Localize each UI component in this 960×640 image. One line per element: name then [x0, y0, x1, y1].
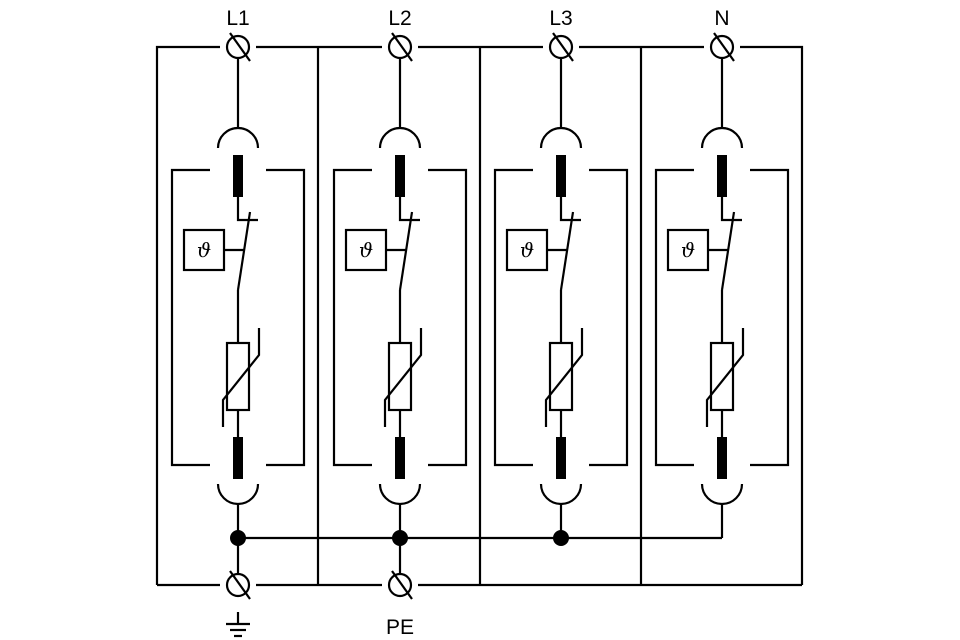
- terminal-ring: [387, 572, 413, 598]
- screw-terminal-icon: [548, 32, 574, 62]
- screw-terminal-icon: [709, 32, 735, 62]
- switch-contact: [559, 197, 581, 222]
- fuse-element-top: [556, 155, 566, 197]
- switch-contact: [236, 197, 258, 222]
- fuse-element-bottom: [395, 437, 405, 479]
- varistor-icon: [225, 341, 251, 412]
- housing-right: [589, 168, 629, 467]
- housing-right: [750, 168, 790, 467]
- terminal-slash: [229, 32, 251, 62]
- outer-frame: [155, 45, 804, 587]
- fuse-element-top: [717, 155, 727, 197]
- housing-right: [266, 168, 306, 467]
- screw-terminal-icon: [387, 570, 413, 600]
- frame-right: [740, 45, 804, 585]
- thermal-symbol-icon: ϑ: [359, 238, 373, 262]
- fuse-element-bottom: [717, 437, 727, 479]
- frame-left: [155, 45, 220, 585]
- module-label: N: [714, 7, 729, 30]
- module-l1: L1 ϑ: [170, 7, 306, 546]
- terminal-slash: [391, 570, 413, 600]
- varistor-icon: [548, 341, 574, 412]
- fuse-element-bottom: [233, 437, 243, 479]
- varistor-icon: [709, 341, 735, 412]
- module-label: L1: [226, 7, 249, 30]
- housing-left: [654, 168, 694, 467]
- module-n: Nϑ: [654, 7, 790, 538]
- screw-terminal-icon: [387, 32, 413, 62]
- terminal-ring: [225, 572, 251, 598]
- plug-contact-icon: [539, 483, 583, 506]
- plug-contact-icon: [700, 483, 744, 506]
- pe-label: PE: [386, 616, 414, 639]
- plug-contact-icon: [539, 126, 583, 149]
- housing-left: [170, 168, 210, 467]
- varistor-characteristic: [383, 328, 423, 427]
- plug-contact-icon: [378, 126, 422, 149]
- switch-contact: [720, 197, 742, 222]
- plug-contact-icon: [216, 126, 260, 149]
- screw-terminal-icon: [225, 32, 251, 62]
- varistor-characteristic: [544, 328, 584, 427]
- varistor-characteristic: [705, 328, 745, 427]
- terminal-slash: [713, 32, 735, 62]
- module-l2: L2 ϑ: [332, 7, 468, 546]
- varistor-icon: [387, 341, 413, 412]
- module-label: L3: [549, 7, 572, 30]
- fuse-element-top: [395, 155, 405, 197]
- fuse-element-bottom: [556, 437, 566, 479]
- bottom-bus: PE: [225, 536, 722, 639]
- terminal-slash: [391, 32, 413, 62]
- module-l3: L3 ϑ: [493, 7, 629, 546]
- housing-left: [493, 168, 533, 467]
- housing-right: [428, 168, 468, 467]
- thermal-symbol-icon: ϑ: [681, 238, 695, 262]
- switch-contact: [398, 197, 420, 222]
- screw-terminal-icon: [225, 570, 251, 600]
- varistor-characteristic: [221, 328, 261, 427]
- terminal-slash: [229, 570, 251, 600]
- earth-ground-icon: [226, 612, 250, 638]
- plug-contact-icon: [378, 483, 422, 506]
- terminal-slash: [552, 32, 574, 62]
- thermal-symbol-icon: ϑ: [520, 238, 534, 262]
- housing-left: [332, 168, 372, 467]
- module-label: L2: [388, 7, 411, 30]
- fuse-element-top: [233, 155, 243, 197]
- thermal-symbol-icon: ϑ: [197, 238, 211, 262]
- plug-contact-icon: [700, 126, 744, 149]
- plug-contact-icon: [216, 483, 260, 506]
